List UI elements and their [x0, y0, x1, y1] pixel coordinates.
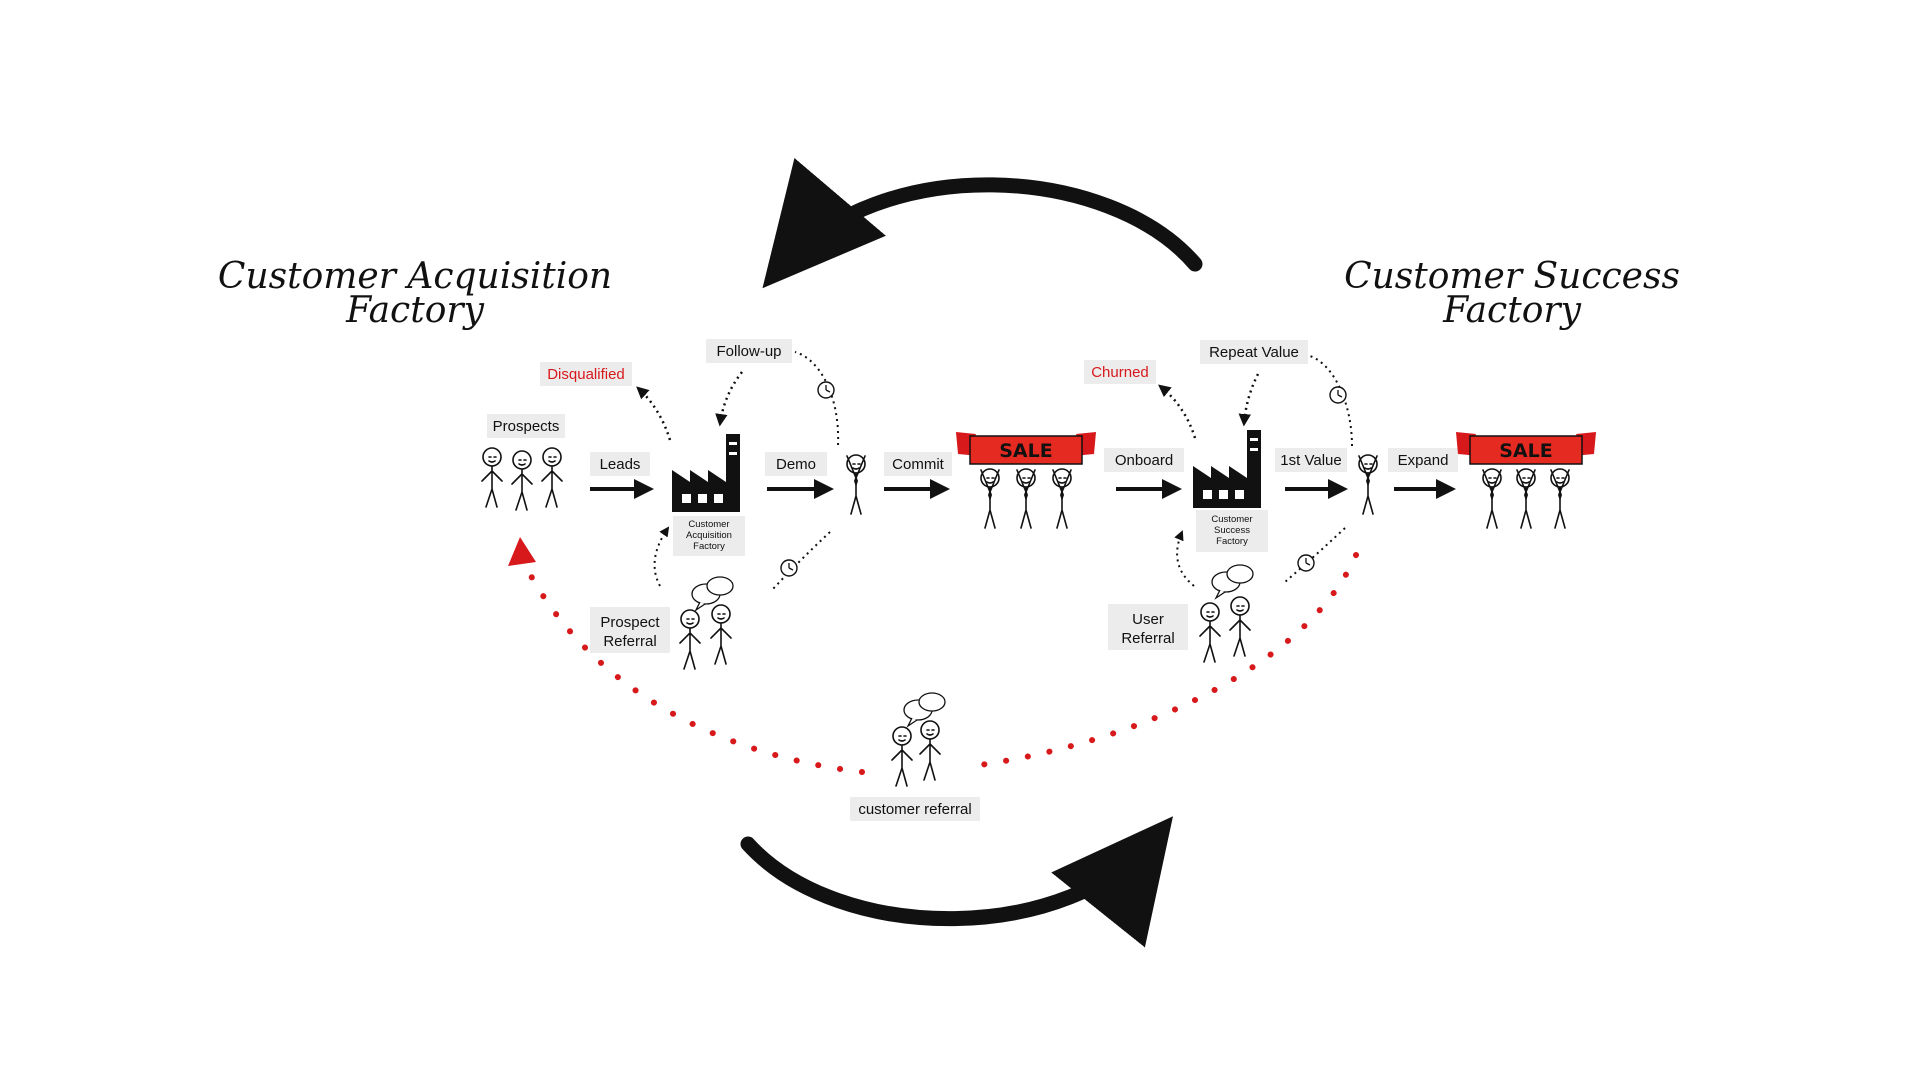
stick-figure-icon	[919, 720, 941, 781]
customer-referral-group: customer referral	[850, 692, 980, 821]
svg-text:customer referral: customer referral	[858, 801, 971, 818]
svg-text:Commit: Commit	[892, 456, 944, 473]
stick-figure-icon	[846, 454, 866, 515]
svg-text:Success: Success	[1214, 525, 1250, 536]
repeat-value-loop: Repeat Value	[1200, 340, 1353, 447]
svg-text:Referral: Referral	[603, 633, 656, 650]
svg-text:Acquisition: Acquisition	[686, 530, 732, 541]
top-cycle-arrow	[762, 158, 1203, 289]
svg-text:Demo: Demo	[776, 456, 816, 473]
stick-figure-icon	[1229, 596, 1251, 657]
prospects-group: Prospects	[481, 414, 565, 511]
success-factory-title: Customer Success Factory	[1344, 256, 1680, 331]
svg-text:Customer: Customer	[1211, 514, 1252, 525]
svg-text:User: User	[1132, 611, 1164, 628]
demo-step: Demo	[765, 452, 834, 499]
svg-text:SALE: SALE	[999, 440, 1052, 462]
svg-text:1st Value: 1st Value	[1280, 452, 1341, 469]
stick-figure-icon	[541, 447, 563, 508]
acquisition-factory-title: Customer Acquisition Factory	[218, 256, 612, 331]
clock-icon	[780, 559, 798, 577]
stick-figure-icon	[679, 609, 701, 670]
svg-text:Follow-up: Follow-up	[716, 343, 781, 360]
disqualified-exit: Disqualified	[540, 362, 672, 441]
svg-text:Prospect: Prospect	[600, 614, 660, 631]
sale-banner-icon: SALE	[956, 432, 1096, 529]
prospect-referral-group: Prospect Referral	[590, 526, 734, 670]
svg-text:Churned: Churned	[1091, 364, 1149, 381]
first-value-step: 1st Value	[1275, 448, 1348, 499]
stick-figure-icon	[511, 450, 533, 511]
svg-text:Leads: Leads	[600, 456, 641, 473]
svg-text:SALE: SALE	[1499, 440, 1552, 462]
follow-up-loop: Follow-up	[706, 339, 840, 446]
svg-text:Onboard: Onboard	[1115, 452, 1173, 469]
clock-icon	[1297, 554, 1315, 572]
churned-exit: Churned	[1084, 360, 1197, 439]
demo-return-loop	[771, 531, 831, 591]
svg-text:Customer Acquisition: Customer Acquisition	[218, 256, 612, 297]
customer-referral-loop-left	[522, 562, 865, 775]
prospects-label: Prospects	[493, 418, 560, 435]
commit-step: Commit	[884, 452, 952, 499]
svg-text:Expand: Expand	[1398, 452, 1449, 469]
referral-arrowhead-icon	[508, 537, 536, 566]
leads-step: Leads	[590, 452, 654, 499]
stick-figure-icon	[1199, 602, 1221, 663]
stick-figure-icon	[891, 726, 913, 787]
svg-text:Customer: Customer	[688, 519, 729, 530]
user-referral-group: User Referral	[1108, 530, 1254, 663]
svg-text:Factory: Factory	[1442, 290, 1582, 331]
svg-text:Factory: Factory	[345, 290, 485, 331]
svg-text:Disqualified: Disqualified	[547, 366, 625, 383]
speech-bubble-icon	[903, 692, 946, 727]
svg-text:Customer Success: Customer Success	[1344, 256, 1680, 297]
svg-text:Factory: Factory	[1216, 536, 1248, 547]
stick-figure-icon	[1358, 454, 1378, 515]
stick-figure-icon	[481, 447, 503, 508]
onboard-step: Onboard	[1104, 448, 1184, 499]
speech-bubble-icon	[691, 576, 734, 611]
clock-icon	[817, 381, 835, 399]
acquisition-factory-icon: Customer Acquisition Factory	[672, 434, 745, 556]
customer-referral-loop	[977, 552, 1359, 768]
svg-text:Referral: Referral	[1121, 630, 1174, 647]
clock-icon	[1329, 386, 1347, 404]
sale-banner-icon: SALE	[1456, 432, 1596, 529]
svg-text:Factory: Factory	[693, 541, 725, 552]
success-factory-icon: Customer Success Factory	[1193, 430, 1268, 552]
stick-figure-icon	[710, 604, 732, 665]
value-return-loop	[1284, 527, 1346, 583]
svg-text:Repeat Value: Repeat Value	[1209, 344, 1299, 361]
speech-bubble-icon	[1211, 564, 1254, 599]
bottom-cycle-arrow	[740, 816, 1174, 948]
expand-step: Expand	[1388, 448, 1458, 499]
